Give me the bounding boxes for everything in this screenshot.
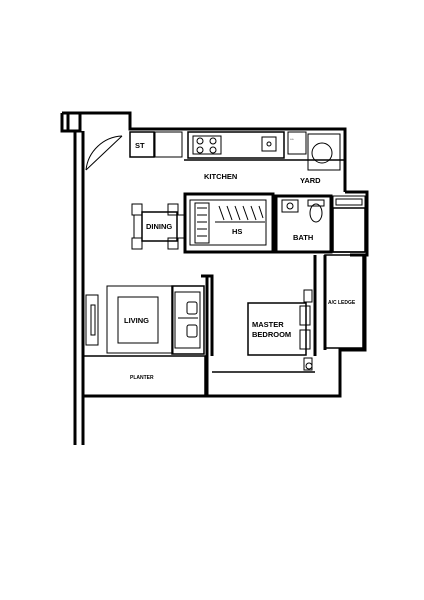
svg-text:▫▫: ▫▫ [290, 137, 294, 143]
household-shelter: HS [183, 192, 275, 254]
hs-label: HS [232, 227, 242, 236]
kitchen-label: KITCHEN [204, 172, 237, 181]
bath-label: BATH [293, 233, 313, 242]
bathroom: BATH [274, 194, 366, 254]
yard-label: YARD [300, 176, 321, 185]
master-bedroom-label-line1: MASTER [252, 320, 284, 329]
entrance-door [85, 135, 123, 171]
master-bedroom-label-line2: BEDROOM [252, 330, 291, 339]
dining-area: DINING [131, 203, 186, 250]
store-label: ST [135, 141, 145, 150]
store-room: ST [129, 131, 183, 158]
ac-ledge: A/C LEDGE [324, 254, 364, 349]
master-bedroom: MASTER BEDROOM [247, 289, 313, 371]
ac-ledge-label: A/C LEDGE [328, 300, 356, 306]
yard: YARD [300, 133, 341, 185]
outer-walls [60, 111, 369, 445]
living-room: LIVING [85, 285, 205, 355]
kitchen: ▫▫ KITCHEN [184, 131, 345, 181]
living-label: LIVING [124, 316, 149, 325]
planter: PLANTER [82, 355, 206, 397]
dining-label: DINING [146, 222, 172, 231]
planter-label: PLANTER [130, 375, 154, 381]
